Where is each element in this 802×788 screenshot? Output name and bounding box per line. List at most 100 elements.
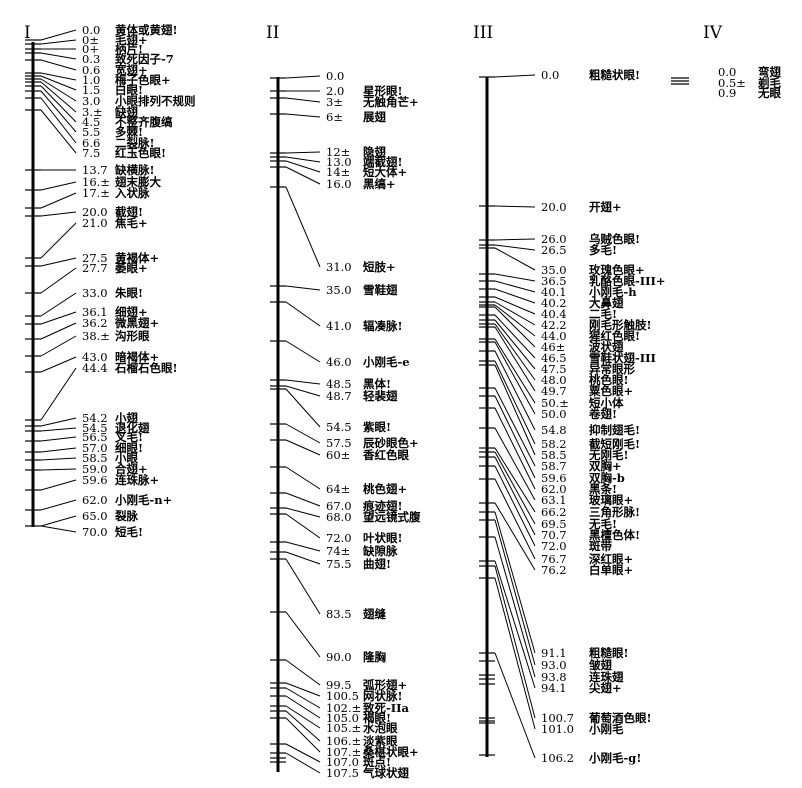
locus-name: 葡萄酒色眼! (588, 711, 652, 725)
locus-name: 连珠脉+ (115, 473, 159, 487)
locus-name: 二裂脉! (115, 136, 155, 150)
locus-position: 16.± (82, 175, 110, 189)
locus-name: 黑檀色体! (589, 528, 640, 542)
locus-position: 54.8 (541, 423, 567, 437)
locus-position: 36.1 (82, 305, 108, 319)
locus-leader-line (494, 407, 536, 490)
locus-name: 石榴石色眼! (114, 361, 178, 375)
locus-leader-line (285, 340, 321, 363)
locus-position: 0.0 (718, 65, 736, 79)
locus-position: 1.0 (82, 73, 100, 87)
locus-position: 66.2 (541, 505, 567, 519)
locus-name: 多毛! (589, 243, 617, 257)
locus-name: 玫瑰色眼+ (589, 263, 645, 277)
locus-position: 62.0 (541, 482, 567, 496)
locus-position: 49.7 (541, 384, 567, 398)
locus-position: 59.0 (82, 462, 108, 476)
locus-position: 41.0 (326, 319, 352, 333)
locus-position: 107.0 (326, 755, 359, 769)
locus-position: 3.0 (82, 94, 100, 108)
chromosome-numeral-iii: III (473, 23, 493, 43)
locus-name: 斑带 (589, 539, 612, 553)
locus-name: 黄体或黄翅! (115, 23, 178, 37)
locus-name: 剃毛 (758, 76, 781, 90)
locus-name: 沟形眼 (115, 329, 150, 343)
locus-position: 100.7 (541, 711, 574, 725)
locus-leader-line (40, 72, 77, 81)
locus-name: 卷翅! (588, 407, 617, 421)
locus-position: 54.5 (82, 421, 108, 435)
locus-position: 105.± (326, 721, 361, 735)
locus-leader-line (494, 338, 536, 404)
locus-name: 隐翅 (363, 145, 386, 159)
locus-name: 抑制翅毛! (589, 423, 640, 437)
locus-name: 水泡眼 (363, 721, 398, 735)
locus-name: 短小体 (589, 396, 624, 410)
locus-name: 雪鞋状翅-III (589, 351, 656, 365)
locus-position: 50.± (541, 396, 569, 410)
locus-position: 36.2 (82, 316, 108, 330)
locus-name: 致死-IIa (363, 701, 410, 715)
locus-leader-line (285, 687, 321, 709)
locus-position: 0.0 (82, 23, 100, 37)
locus-leader-line (494, 577, 536, 730)
locus-leader-line (40, 479, 77, 491)
locus-leader-line (40, 85, 77, 123)
locus-name: 二毛! (589, 307, 617, 321)
locus-position: 57.5 (326, 436, 352, 450)
locus-position: 106.2 (541, 751, 574, 765)
locus-position: 107.± (326, 745, 361, 759)
locus-name: 叉毛! (114, 430, 143, 444)
locus-position: 0.0 (541, 68, 559, 82)
locus-leader-line (285, 385, 321, 397)
locus-name: 异常眼形 (589, 362, 635, 376)
locus-leader-line (285, 439, 321, 456)
locus-name: 粗糙状眼! (589, 68, 640, 82)
locus-leader-line (494, 244, 536, 251)
locus-position: 6.6 (82, 136, 100, 150)
locus-name: 退化翅 (115, 421, 150, 435)
locus-name: 桃色翅+ (363, 482, 407, 496)
locus-position: 59.6 (82, 473, 108, 487)
locus-position: 12± (326, 145, 350, 159)
locus-name: 刚毛形触肢! (589, 318, 652, 332)
locus-position: 56.5 (82, 430, 108, 444)
locus-name: 轻裴翅 (363, 389, 398, 403)
locus-position: 13.7 (82, 163, 108, 177)
locus-name: 双胸-b (588, 471, 625, 485)
locus-position: 72.0 (541, 539, 567, 553)
locus-name: 端截翅! (363, 155, 403, 169)
locus-name: 辰砂眼色+ (363, 436, 419, 450)
locus-leader-line (494, 238, 536, 241)
locus-position: 3.± (82, 105, 103, 119)
locus-name: 致死因子-7 (115, 52, 174, 66)
locus-position: 35.0 (326, 283, 352, 297)
locus-name: 弧形翅+ (363, 678, 407, 692)
locus-leader-line (40, 267, 77, 294)
locus-leader-line (285, 379, 321, 385)
locus-leader-line (494, 536, 536, 678)
locus-position: 43.0 (82, 350, 108, 364)
locus-position: 5.5 (82, 125, 100, 139)
locus-leader-line (494, 341, 536, 415)
locus-position: 60± (326, 448, 350, 462)
locus-position: 67.0 (326, 499, 352, 513)
locus-leader-line (40, 515, 77, 527)
locus-leader-line (285, 156, 321, 163)
locus-position: 100.5 (326, 689, 359, 703)
locus-name: 翅缝 (362, 607, 386, 621)
locus-position: 7.5 (82, 146, 100, 160)
locus-name: 短肢+ (363, 260, 396, 274)
locus-position: 44.4 (82, 361, 108, 375)
locus-leader-line (494, 247, 536, 271)
locus-leader-line (285, 551, 321, 565)
locus-position: 20.0 (541, 200, 567, 214)
locus-leader-line (40, 59, 77, 71)
chromosome-axes (31, 42, 489, 772)
locus-leader-line (40, 367, 77, 421)
locus-leader-line (40, 29, 77, 41)
locus-name: 缺翅 (114, 105, 138, 119)
locus-name: 暗褐体+ (115, 350, 159, 364)
